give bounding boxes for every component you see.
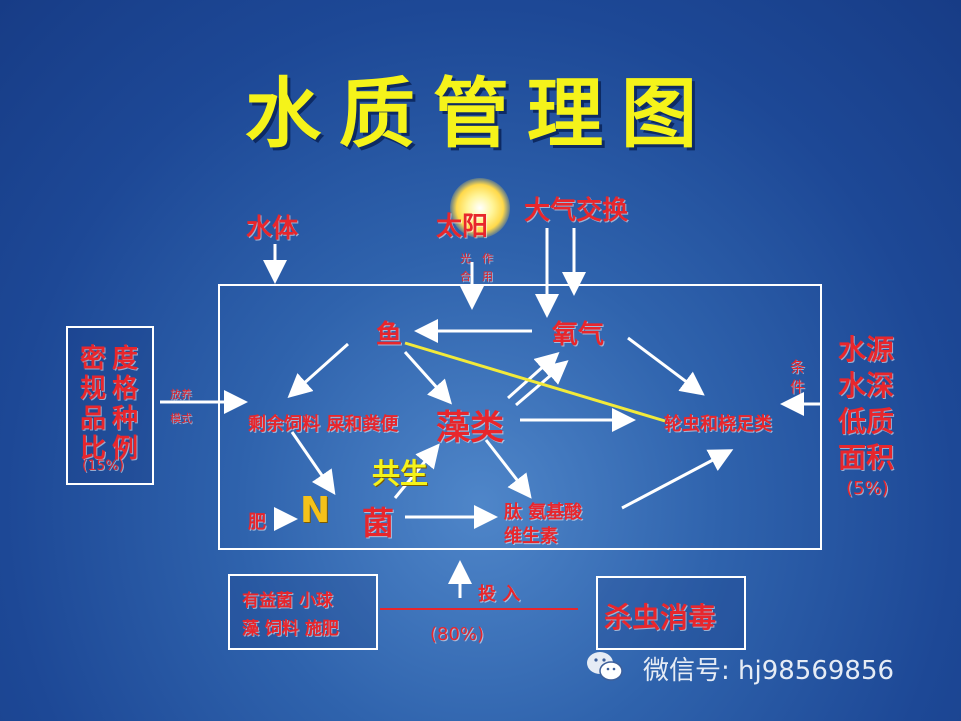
right-box-line-3: 低质: [838, 405, 895, 438]
input-label: 投 入: [478, 584, 521, 605]
wechat-id-text: 微信号: hj98569856: [643, 656, 895, 686]
air-exchange-label: 大气交换: [524, 196, 629, 226]
fish-to-leftover-arrow: [287, 342, 349, 398]
photosynthesis-char-1: 光: [460, 252, 471, 265]
sun-icon: [450, 178, 510, 238]
left-box-char-1: 密: [80, 344, 107, 374]
right-box-percent: (5%): [846, 478, 889, 499]
sun-label: 太阳: [436, 212, 489, 242]
algae-label: 藻类: [436, 408, 504, 448]
fish-to-algae-arrow: [403, 350, 453, 405]
wechat-watermark: 微信号: hj98569856: [585, 648, 935, 688]
right-box-line-2: 水深: [838, 369, 895, 402]
water-body-frame: [218, 284, 822, 550]
photosynthesis-char-2: 合: [460, 270, 471, 283]
oxygen-label: 氧气: [552, 320, 605, 350]
vitamin-label: 维生素: [504, 526, 558, 547]
kill-disinfect-box: [596, 576, 746, 650]
left-box-char-3: 规: [80, 374, 107, 404]
beneficial-inputs-line-1: 有益菌 小球: [242, 591, 333, 611]
algae-to-peptide-arrow: [484, 439, 532, 499]
nitrogen-label: N: [300, 490, 331, 531]
left-box-char-6: 种: [112, 404, 139, 434]
leftover-label: 剩余饲料 屎和粪便: [248, 414, 399, 435]
page-title: 水质管理图: [245, 69, 715, 158]
left-box-char-5: 品: [80, 404, 107, 434]
fertilizer-label: 肥: [248, 512, 266, 533]
wechat-icon: [587, 652, 623, 681]
beneficial-inputs-line-2: 藻 饲料 施肥: [242, 619, 339, 639]
bacteria-to-algae-arrow: [393, 443, 440, 499]
rotifer-label: 轮虫和桡足类: [664, 414, 772, 435]
peptide-label: 肽 氨基酸: [504, 502, 583, 523]
leftover-to-bacteria-arrow: [290, 431, 336, 495]
peptide-to-rotifer-arrow: [621, 449, 734, 510]
water-body-label: 水体: [246, 214, 299, 244]
stocking-label-1: 放养: [170, 388, 192, 401]
condition-label-2: 件: [790, 378, 806, 396]
symbiosis-label: 共生: [372, 457, 429, 490]
photosynthesis-char-3: 作: [482, 252, 493, 265]
left-box-char-4: 格: [112, 374, 139, 404]
condition-label-1: 条: [790, 358, 806, 376]
bacteria-label: 菌: [362, 504, 395, 542]
left-box-char-8: 例: [112, 434, 139, 464]
beneficial-inputs-box: [228, 574, 378, 650]
photosynthesis-char-4: 用: [482, 270, 493, 283]
fish-label: 鱼: [376, 320, 403, 350]
right-box-line-4: 面积: [838, 441, 895, 474]
left-box-char-7: 比: [80, 434, 107, 464]
right-box-line-1: 水源: [838, 333, 895, 366]
input-percent: (80%): [430, 624, 485, 645]
left-box-percent: (15%): [82, 458, 125, 474]
stocking-label-2: 模式: [170, 412, 192, 425]
fish-rotifer-line: [404, 341, 666, 423]
left-box-char-2: 度: [112, 344, 139, 374]
kill-disinfect-label: 杀虫消毒: [604, 601, 717, 634]
oxygen-to-rotifer-arrow: [627, 336, 705, 396]
stocking-factors-box: [66, 326, 154, 485]
